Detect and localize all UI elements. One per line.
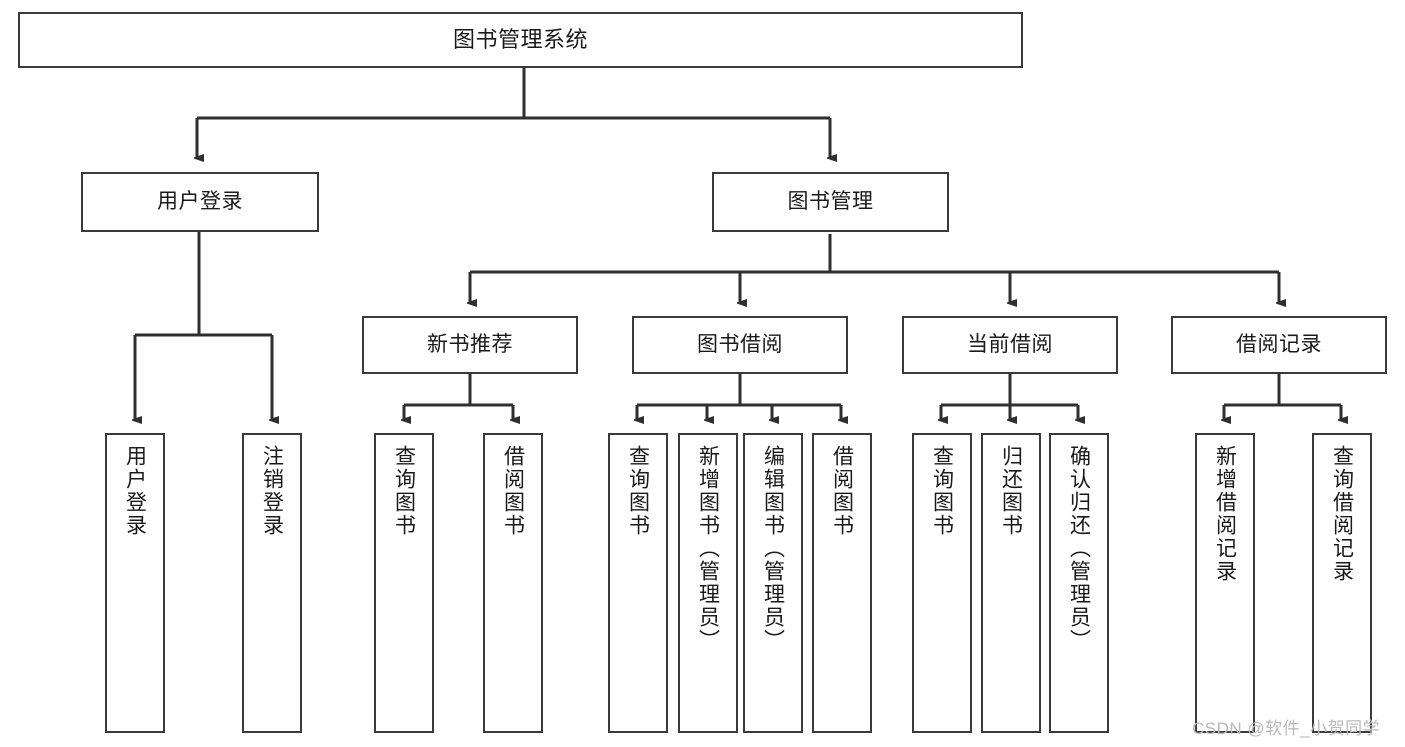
node-leaf-return-book[interactable]: 归还图书 <box>981 433 1041 733</box>
node-leaf-user-login-label: 用户登录 <box>123 445 147 537</box>
node-book-management[interactable]: 图书管理 <box>712 172 949 232</box>
node-new-book-recommend[interactable]: 新书推荐 <box>362 316 578 374</box>
node-borrow-records-label: 借阅记录 <box>1236 333 1322 357</box>
node-leaf-search-borrow-record[interactable]: 查询借阅记录 <box>1312 433 1372 733</box>
node-leaf-return-book-label: 归还图书 <box>999 445 1023 537</box>
node-leaf-borrow-book-label: 借阅图书 <box>830 445 854 537</box>
node-user-login-label: 用户登录 <box>157 190 243 214</box>
node-book-borrow-label: 图书借阅 <box>697 333 783 357</box>
node-leaf-borrow-book-recommend[interactable]: 借阅图书 <box>483 433 543 733</box>
node-book-borrow[interactable]: 图书借阅 <box>632 316 848 374</box>
node-leaf-edit-book-admin[interactable]: 编辑图书（管理员） <box>743 433 803 733</box>
node-borrow-records[interactable]: 借阅记录 <box>1171 316 1387 374</box>
node-leaf-add-borrow-record[interactable]: 新增借阅记录 <box>1195 433 1255 733</box>
node-leaf-logout[interactable]: 注销登录 <box>242 433 302 733</box>
node-leaf-search-book-borrow-label: 查询图书 <box>626 445 650 537</box>
node-user-login[interactable]: 用户登录 <box>81 172 319 232</box>
node-leaf-search-book-recommend[interactable]: 查询图书 <box>374 433 434 733</box>
node-leaf-search-book-current[interactable]: 查询图书 <box>912 433 972 733</box>
node-leaf-search-book-current-label: 查询图书 <box>930 445 954 537</box>
node-leaf-confirm-return-admin-label: 确认归还（管理员） <box>1067 445 1091 652</box>
node-leaf-user-login[interactable]: 用户登录 <box>105 433 165 733</box>
node-leaf-edit-book-admin-label: 编辑图书（管理员） <box>761 445 785 652</box>
watermark-text: CSDN @软件_小贺同学 <box>1192 719 1381 738</box>
node-leaf-add-book-admin-label: 新增图书（管理员） <box>696 445 720 652</box>
node-leaf-search-borrow-record-label: 查询借阅记录 <box>1330 445 1354 583</box>
node-leaf-logout-label: 注销登录 <box>260 445 284 537</box>
node-leaf-borrow-book[interactable]: 借阅图书 <box>812 433 872 733</box>
node-leaf-confirm-return-admin[interactable]: 确认归还（管理员） <box>1049 433 1109 733</box>
node-leaf-borrow-book-recommend-label: 借阅图书 <box>501 445 525 537</box>
node-leaf-add-book-admin[interactable]: 新增图书（管理员） <box>678 433 738 733</box>
node-leaf-add-borrow-record-label: 新增借阅记录 <box>1213 445 1237 583</box>
node-root[interactable]: 图书管理系统 <box>18 12 1023 68</box>
node-current-borrow-label: 当前借阅 <box>967 333 1053 357</box>
node-new-book-recommend-label: 新书推荐 <box>427 333 513 357</box>
node-book-management-label: 图书管理 <box>787 190 874 214</box>
node-leaf-search-book-recommend-label: 查询图书 <box>392 445 416 537</box>
node-leaf-search-book-borrow[interactable]: 查询图书 <box>608 433 668 733</box>
node-current-borrow[interactable]: 当前借阅 <box>902 316 1118 374</box>
node-root-label: 图书管理系统 <box>452 26 588 52</box>
